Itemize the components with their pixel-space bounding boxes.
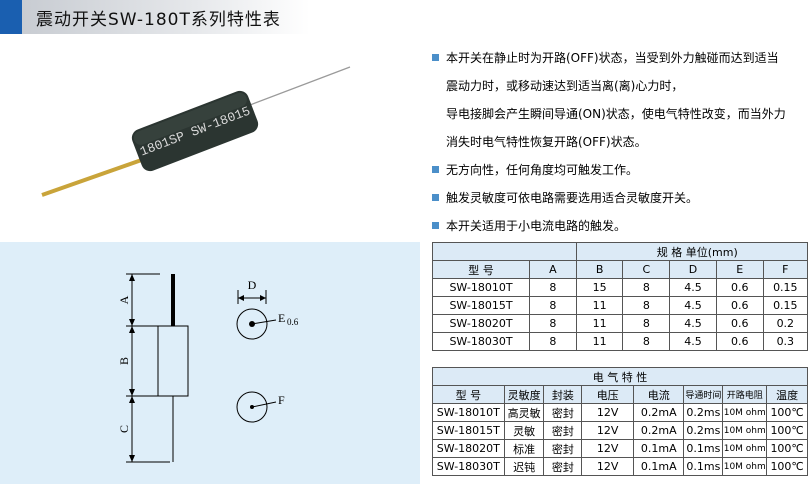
dimension-diagram: A B C D E 0.6 F <box>0 242 420 484</box>
bullet-square-icon <box>432 166 439 173</box>
dim-label-f: F <box>278 393 285 407</box>
bullet-continuation: 震动力时，或移动速达到适当离(离)心力时， <box>446 79 684 93</box>
bullet-item: 触发灵敏度可依电路需要选用适合灵敏度开关。 <box>432 184 812 212</box>
spec-table-header: 型 号 A B C D E F <box>431 260 809 279</box>
dim-label-b: B <box>117 357 131 365</box>
bullet-continuation: 导电接脚会产生瞬间导通(ON)状态，使电气特性改变，而当外力 <box>446 107 786 121</box>
title-bar: 震动开关SW-180T系列特性表 <box>0 0 310 34</box>
bullet-square-icon <box>432 194 439 201</box>
title-accent-block <box>0 0 22 34</box>
dim-label-a: A <box>117 295 131 304</box>
end-view-e <box>236 308 268 340</box>
dim-label-d: D <box>248 278 257 292</box>
product-gold-lead <box>41 155 151 197</box>
switch-body <box>157 325 189 397</box>
bullet-continuation: 消失时电气特性恢复开路(OFF)状态。 <box>446 135 647 149</box>
electrical-table: 电 气 特 性 型 号 灵敏度 封装 电压 电流 导通时间 开路电阻 温度 SW… <box>432 367 808 476</box>
end-view-f <box>236 391 268 423</box>
product-thin-lead <box>249 66 351 106</box>
page-title: 震动开关SW-180T系列特性表 <box>36 10 281 30</box>
electrical-table-header: 型 号 灵敏度 封装 电压 电流 导通时间 开路电阻 温度 <box>432 385 808 404</box>
diagram-drawing: A B C D E 0.6 F <box>117 273 299 463</box>
title-gradient <box>22 0 310 34</box>
bullet-item: 本开关在静止时为开路(OFF)状态，当受到外力触碰而达到适当 <box>432 44 812 72</box>
dim-label-e: E <box>278 311 285 325</box>
bullet-square-icon <box>432 222 439 229</box>
product-image: 1801SP SW-18015 <box>41 66 351 197</box>
electrical-table-caption: 电 气 特 性 <box>432 367 808 386</box>
description: 本开关在静止时为开路(OFF)状态，当受到外力触碰而达到适当 震动力时，或移动速… <box>432 44 812 240</box>
bullet-item: 无方向性，任何角度均可触发工作。 <box>432 156 812 184</box>
dim-label-e-value: 0.6 <box>287 317 299 327</box>
bullet-square-icon <box>432 54 439 61</box>
bullet-item: 本开关适用于小电流电路的触发。 <box>432 212 812 240</box>
dim-label-c: C <box>117 425 131 433</box>
spec-table-caption: 规 格 单位(mm) <box>575 242 809 261</box>
